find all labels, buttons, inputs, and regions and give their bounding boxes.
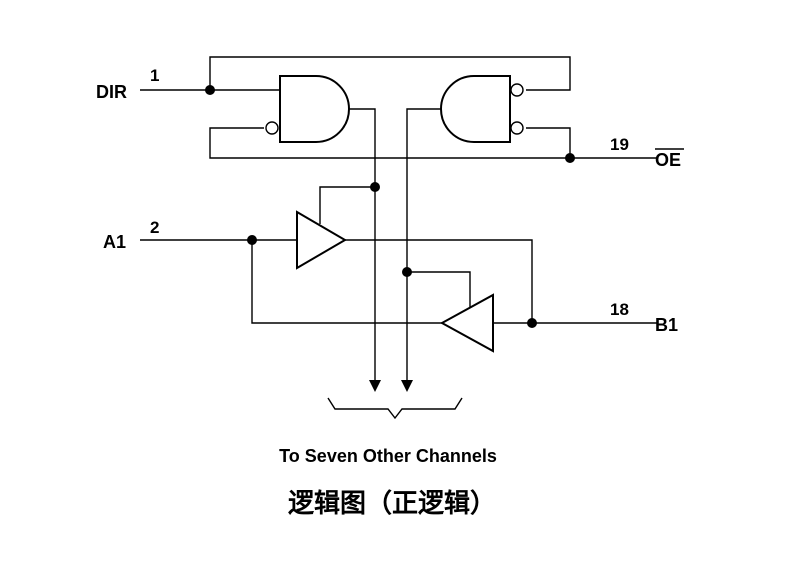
b1-pin-number: 18 <box>610 300 629 319</box>
inverter-bubble-icon <box>510 121 524 135</box>
diagram-title: 逻辑图（正逻辑） <box>288 489 496 519</box>
dir-label: DIR <box>96 82 127 102</box>
brace-icon <box>327 397 463 420</box>
b1-label: B1 <box>655 315 678 335</box>
inverter-bubble-icon <box>265 121 279 135</box>
buffer-right-icon <box>296 210 347 270</box>
signal-wiring <box>140 239 658 324</box>
caption: To Seven Other Channels <box>279 446 497 466</box>
oe-pin-number: 19 <box>610 135 629 154</box>
dir-pin-number: 1 <box>150 66 159 85</box>
arrow-down-icon <box>401 380 413 392</box>
a1-label: A1 <box>103 232 126 252</box>
junction-dots <box>205 85 575 328</box>
arrow-down-icon <box>369 380 381 392</box>
a1-pin-number: 2 <box>150 218 159 237</box>
inverter-bubble-icon <box>510 83 524 97</box>
enable-lines <box>319 108 471 380</box>
oe-label: OE <box>655 150 681 170</box>
inverted-input-and-gate-icon <box>440 75 524 143</box>
buffer-left-icon <box>439 293 494 353</box>
dir-wiring <box>140 56 658 159</box>
and-gate-icon <box>265 75 350 143</box>
